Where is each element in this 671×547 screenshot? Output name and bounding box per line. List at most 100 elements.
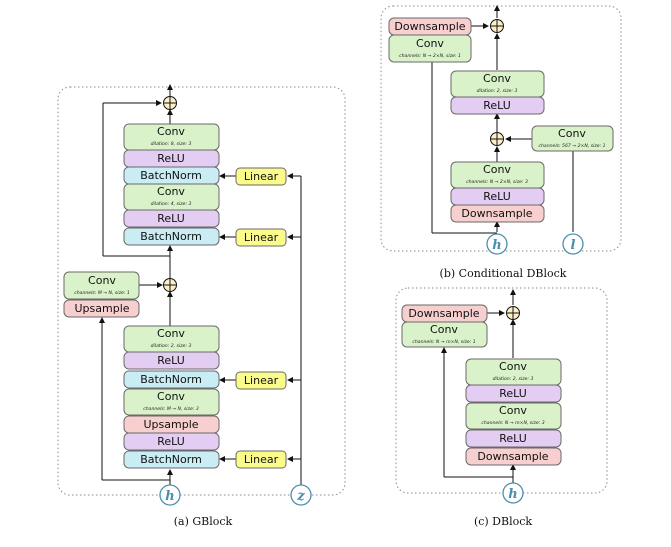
gblock-top-batchnorm-1: BatchNorm: [123, 166, 220, 185]
box-label: Conv: [430, 323, 458, 336]
cond-dblock-caption: (b) Conditional DBlock: [440, 267, 567, 280]
box-label: Conv: [157, 327, 185, 340]
box-label: ReLU: [483, 190, 511, 203]
box-label: Conv: [499, 404, 527, 417]
box-label: Downsample: [394, 20, 465, 33]
dblock-conv-bottom: Conv channels: N → m×N, size: 3: [465, 402, 562, 430]
box-label: Downsample: [461, 207, 532, 220]
input-label: l: [571, 238, 576, 253]
box-label: Downsample: [408, 307, 479, 320]
box-label: Conv: [416, 37, 444, 50]
box-sublabel: channels: N → m×N, size: 3: [481, 420, 544, 426]
dblock-frame: [395, 287, 608, 494]
box-label: Conv: [483, 72, 511, 85]
box-label: ReLU: [499, 387, 527, 400]
gblock-wires: [99, 84, 302, 485]
gblock-input-z: z: [290, 484, 312, 506]
dblock-skip-conv: Conv channels: N → m×N, size: 1: [401, 321, 488, 348]
box-label: Upsample: [143, 418, 198, 431]
box-label: Conv: [558, 127, 586, 140]
cond-dblock-input-l: l: [562, 233, 584, 255]
box-label: BatchNorm: [140, 169, 202, 182]
gblock-bottom-linear-2: Linear: [235, 450, 287, 469]
gblock-mid-sum-node: [163, 278, 177, 292]
cond-dblock-conv-top: Conv dilation: 2, size: 3: [450, 70, 545, 98]
box-label: ReLU: [157, 152, 185, 165]
gblock-bottom-linear-1: Linear: [235, 371, 287, 390]
input-label: h: [165, 489, 174, 504]
box-sublabel: dilation: 2, size: 3: [493, 376, 534, 382]
box-label: Conv: [483, 163, 511, 176]
box-label: Conv: [157, 125, 185, 138]
box-label: Conv: [88, 274, 116, 287]
dblock-downsample: Downsample: [465, 447, 562, 466]
cond-dblock-top-sum-node: [490, 19, 504, 33]
gblock-bottom-batchnorm-1: BatchNorm: [123, 370, 220, 389]
box-label: Linear: [244, 170, 279, 183]
box-label: Linear: [244, 374, 279, 387]
gblock-bottom-relu-2: ReLU: [123, 432, 220, 451]
box-label: BatchNorm: [140, 230, 202, 243]
gblock-input-h: h: [159, 484, 181, 506]
box-sublabel: channels: M → N, size: 3: [143, 406, 199, 412]
box-label: Conv: [499, 360, 527, 373]
cond-dblock-downsample: Downsample: [450, 204, 545, 223]
box-sublabel: dilation: 8, size: 3: [151, 141, 192, 147]
box-label: ReLU: [157, 435, 185, 448]
gblock-bottom-batchnorm-2: BatchNorm: [123, 450, 220, 469]
box-label: ReLU: [483, 99, 511, 112]
cond-dblock-skip-conv: Conv channels: N → 2×N, size: 1: [388, 34, 472, 63]
dblock-wires: [441, 289, 516, 484]
gblock-top-linear-2: Linear: [235, 228, 287, 247]
gblock-bottom-upsample: Upsample: [123, 415, 220, 434]
box-label: Downsample: [477, 450, 548, 463]
gblock-top-relu-2: ReLU: [123, 209, 220, 228]
gblock-skip-conv: Conv channels: M → N, size: 1: [63, 271, 140, 300]
box-label: Linear: [244, 453, 279, 466]
input-label: h: [492, 238, 501, 253]
box-sublabel: dilation: 2, size: 3: [477, 88, 518, 94]
gblock-bottom-conv-channels: Conv channels: M → N, size: 3: [123, 388, 220, 416]
box-label: Upsample: [74, 302, 129, 315]
box-label: Conv: [157, 185, 185, 198]
cond-dblock-wires: [431, 5, 574, 234]
cond-dblock-conv-bottom: Conv channels: N → 2×N, size: 3: [450, 161, 545, 189]
dblock-input-h: h: [502, 482, 524, 504]
gblock-skip-upsample: Upsample: [63, 299, 140, 318]
gblock-top-relu-1: ReLU: [123, 149, 220, 168]
cond-dblock-skip-downsample: Downsample: [388, 17, 472, 36]
input-label: z: [296, 489, 305, 504]
dblock-sum-node: [506, 306, 520, 320]
cond-dblock-relu-top: ReLU: [450, 96, 545, 115]
gblock-bottom-relu-1: ReLU: [123, 351, 220, 370]
dblock-caption: (c) DBlock: [474, 515, 532, 528]
box-sublabel: channels: N → 2×N, size: 1: [399, 53, 461, 59]
box-label: Conv: [157, 390, 185, 403]
cond-dblock-sum-node: [490, 132, 504, 146]
gblock-top-conv-dilation-4: Conv dilation: 4, size: 3: [123, 183, 220, 211]
dblock-relu-bottom: ReLU: [465, 429, 562, 448]
box-label: BatchNorm: [140, 453, 202, 466]
gblock-top-batchnorm-2: BatchNorm: [123, 227, 220, 246]
box-label: ReLU: [157, 354, 185, 367]
cond-dblock-relu-bottom: ReLU: [450, 187, 545, 206]
box-sublabel: channels: M → N, size: 1: [74, 290, 130, 296]
cond-dblock-frame: [380, 5, 622, 252]
box-label: BatchNorm: [140, 373, 202, 386]
gblock-caption: (a) GBlock: [174, 515, 233, 528]
box-label: ReLU: [157, 212, 185, 225]
cond-dblock-cond-conv: Conv channels: 567 → 2×N, size: 1: [531, 125, 614, 152]
box-sublabel: channels: N → 2×N, size: 3: [466, 179, 528, 185]
box-sublabel: channels: 567 → 2×N, size: 1: [538, 143, 605, 149]
gblock-top-sum-node: [163, 96, 177, 110]
input-label: h: [508, 487, 517, 502]
dblock-skip-downsample: Downsample: [401, 304, 488, 323]
box-sublabel: dilation: 2, size: 3: [151, 343, 192, 349]
gblock-bottom-conv-dilation-2: Conv dilation: 2, size: 3: [123, 325, 220, 353]
box-label: Linear: [244, 231, 279, 244]
dblock-conv-top: Conv dilation: 2, size: 3: [465, 358, 562, 386]
box-label: ReLU: [499, 432, 527, 445]
dblock-relu-top: ReLU: [465, 384, 562, 403]
box-sublabel: dilation: 4, size: 3: [151, 201, 192, 207]
